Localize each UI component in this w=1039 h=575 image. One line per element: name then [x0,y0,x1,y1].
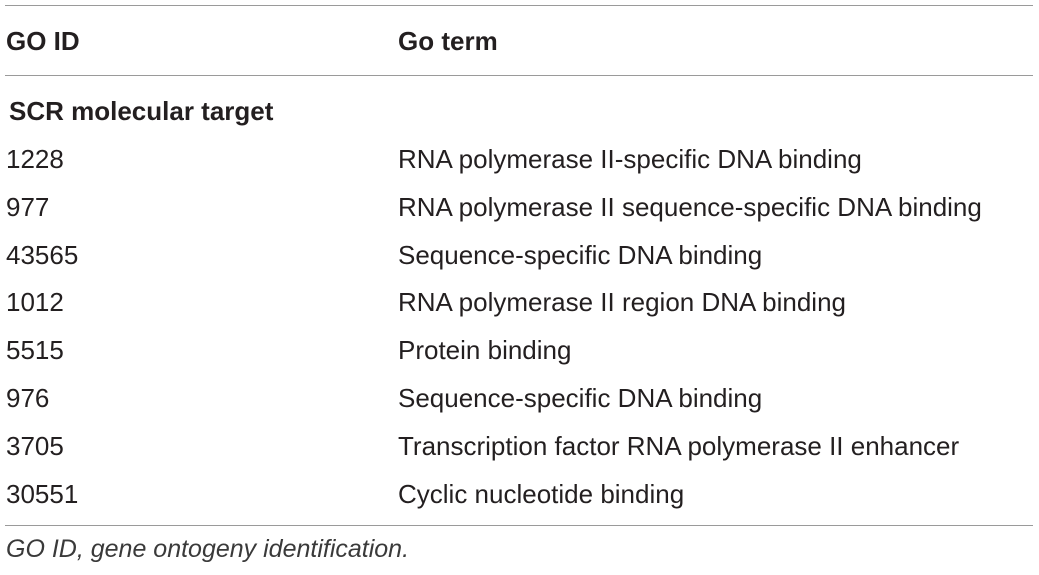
table-top-rule [5,5,1033,6]
table-row-go-term: Protein binding [398,335,572,365]
table-header-rule [5,75,1033,76]
table-row-go-id: 1012 [6,287,64,317]
header-go-term: Go term [398,26,498,56]
section-label: SCR molecular target [9,96,274,126]
table-row-go-id: 976 [6,383,50,413]
table-row-go-id: 43565 [6,240,79,270]
header-go-id: GO ID [6,26,80,56]
table-footnote: GO ID, gene ontogeny identification. [6,535,410,563]
table-row-go-term: RNA polymerase II region DNA binding [398,287,847,317]
table-row-go-term: Sequence-specific DNA binding [398,240,763,270]
table-row-go-term: Sequence-specific DNA binding [398,383,763,413]
table-row-go-id: 3705 [6,431,64,461]
table-row-go-id: 5515 [6,335,64,365]
table-row-go-id: 1228 [6,144,64,174]
table-row-go-term: Cyclic nucleotide binding [398,479,685,509]
table-row-go-term: RNA polymerase II-specific DNA binding [398,144,862,174]
table-row-go-term: Transcription factor RNA polymerase II e… [398,431,960,461]
table-bottom-rule [5,525,1033,526]
table-row-go-id: 30551 [6,479,79,509]
table-row-go-id: 977 [6,192,50,222]
table-row-go-term: RNA polymerase II sequence-specific DNA … [398,192,982,222]
